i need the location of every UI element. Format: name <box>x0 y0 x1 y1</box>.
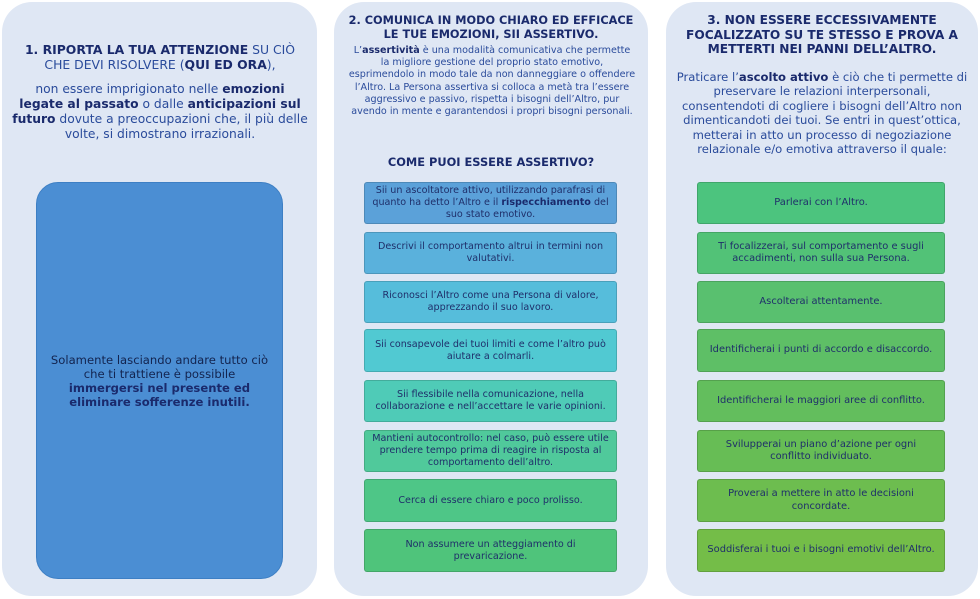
tip-1-bold: rispecchiamento <box>501 197 591 208</box>
negotiation-step-4: Identificherai i punti di accordo e disa… <box>697 329 945 372</box>
heading-text: SU CIÒ CHE DEVI RISOLVERE ( <box>44 42 296 72</box>
assertive-tip-5: Sii flessibile nella comunicazione, nell… <box>364 380 617 422</box>
heading-bold-2: QUI ED ORA <box>184 57 267 72</box>
assertive-tip-7: Cerca di essere chiaro e poco prolisso. <box>364 479 617 522</box>
tip-1-c: del suo stato emotivo. <box>445 197 609 220</box>
intro-bold-b: assertività <box>362 45 420 56</box>
panel2-intro: L’assertività è una modalità comunicativ… <box>348 45 636 118</box>
heading-bold: 1. RIPORTA LA TUA ATTENZIONE <box>24 42 249 57</box>
assertive-tip-2: Descrivi il comportamento altrui in term… <box>364 232 617 274</box>
intro-text-a: L’ <box>353 45 363 56</box>
panel3-title: 3. NON ESSERE ECCESSIVAMENTE FOCALIZZATO… <box>686 13 958 56</box>
assertive-tip-8: Non assumere un atteggiamento di prevari… <box>364 529 617 572</box>
negotiation-step-2: Ti focalizzerai, sul comportamento e sug… <box>697 232 945 274</box>
negotiation-step-7: Proverai a mettere in atto le decisioni … <box>697 479 945 522</box>
assertive-tip-4: Sii consapevole dei tuoi limiti e come l… <box>364 329 617 372</box>
para-text-e: dovute a preoccupazioni che, il più dell… <box>55 112 308 141</box>
intro3-text-a: Praticare l’ <box>676 70 739 84</box>
box-bold-b: immergersi nel presente ed eliminare sof… <box>68 380 251 409</box>
negotiation-step-8: Soddisferai i tuoi e i bisogni emotivi d… <box>697 529 945 572</box>
panel1-paragraph: non essere imprigionato nelle emozioni l… <box>12 82 308 142</box>
intro3-bold-b: ascolto attivo <box>738 70 829 84</box>
assertive-tip-1: Sii un ascoltatore attivo, utilizzando p… <box>364 182 617 224</box>
negotiation-step-3: Ascolterai attentamente. <box>697 281 945 323</box>
panel-assertiveness: 2. COMUNICA IN MODO CHIARO ED EFFICACE L… <box>334 2 648 596</box>
panel1-heading: 1. RIPORTA LA TUA ATTENZIONE SU CIÒ CHE … <box>14 42 306 72</box>
box-text-a: Solamente lasciando andare tutto ciò che… <box>50 352 269 381</box>
assertive-tip-6: Mantieni autocontrollo: nel caso, può es… <box>364 430 617 472</box>
para-text-c: o dalle <box>138 97 188 111</box>
intro-text-c: è una modalità comunicativa che permette… <box>348 45 636 118</box>
intro3-text-c: è ciò che ti permette di preservare le r… <box>682 70 968 157</box>
panel-empathy: 3. NON ESSERE ECCESSIVAMENTE FOCALIZZATO… <box>666 2 978 596</box>
negotiation-step-1: Parlerai con l’Altro. <box>697 182 945 224</box>
present-moment-text: Solamente lasciando andare tutto ciò che… <box>47 353 272 409</box>
tip-1-text: Sii un ascoltatore attivo, utilizzando p… <box>370 185 611 221</box>
para-bold-d: anticipazioni sul futuro <box>12 97 301 126</box>
panel3-intro: Praticare l’ascolto attivo è ciò che ti … <box>674 70 970 156</box>
tip-1-a: Sii un ascoltatore attivo, utilizzando p… <box>372 185 606 208</box>
negotiation-step-5: Identificherai le maggiori aree di confl… <box>697 380 945 422</box>
para-bold-b: emozioni legate al passato <box>19 82 285 111</box>
panel2-title: 2. COMUNICA IN MODO CHIARO ED EFFICACE L… <box>348 14 634 41</box>
assertive-tip-3: Riconosci l’Altro come una Persona di va… <box>364 281 617 323</box>
panel-focus-present: 1. RIPORTA LA TUA ATTENZIONE SU CIÒ CHE … <box>2 2 317 596</box>
present-moment-box: Solamente lasciando andare tutto ciò che… <box>36 182 283 579</box>
panel2-subtitle: COME PUOI ESSERE ASSERTIVO? <box>387 155 595 169</box>
para-text-a: non essere imprigionato nelle <box>35 82 223 96</box>
negotiation-step-6: Svilupperai un piano d’azione per ogni c… <box>697 430 945 472</box>
heading-end: ), <box>266 57 276 72</box>
